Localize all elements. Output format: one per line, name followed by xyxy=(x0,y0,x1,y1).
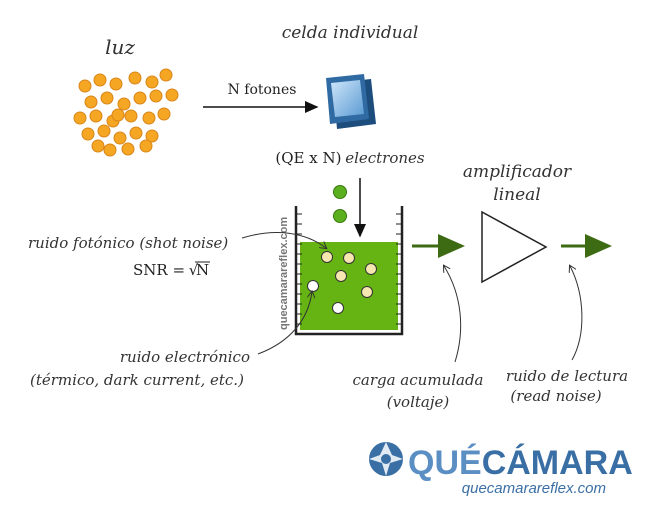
brand-name-part1: QUÉ xyxy=(408,444,482,482)
photon-dot xyxy=(97,124,111,138)
charge-pointer xyxy=(444,266,462,363)
photon-dot xyxy=(129,126,143,140)
electronic-noise-pointer xyxy=(257,292,312,355)
photon-dot xyxy=(103,143,117,157)
snr-formula: SNR = √ xyxy=(133,261,199,279)
ruido-electronico-label-1: ruido electrónico xyxy=(120,348,250,366)
sensor-cell-icon xyxy=(326,74,376,129)
photon-dot xyxy=(139,139,153,153)
photon-dot xyxy=(128,71,142,85)
photon-dot xyxy=(145,75,159,89)
photon-dot xyxy=(133,91,147,105)
aperture-logo-icon xyxy=(369,442,403,476)
celda-label: celda individual xyxy=(282,23,419,43)
photon-dot xyxy=(124,109,138,123)
photon-dot xyxy=(73,111,87,125)
electrones-prefix: (QE x N) xyxy=(275,149,341,167)
photon-dot xyxy=(109,77,123,91)
lectura-label-2: (read noise) xyxy=(510,387,601,405)
photon-dot xyxy=(159,68,173,82)
amplificador-label-1: amplificador xyxy=(463,162,572,182)
photon-dot xyxy=(91,139,105,153)
photon-dot xyxy=(78,79,92,93)
photon-dot xyxy=(117,97,131,111)
ruido-fotonico-label: ruido fotónico (shot noise) xyxy=(28,234,228,252)
photon-dot xyxy=(89,109,103,123)
brand-name: QUÉCÁMARA xyxy=(408,444,633,482)
photon-dot xyxy=(121,142,135,156)
photon-dot xyxy=(157,107,171,121)
brand-name-part2: CÁMARA xyxy=(482,444,633,482)
photon-dot xyxy=(111,108,125,122)
photon-dot xyxy=(142,111,156,125)
carga-label-1: carga acumulada xyxy=(352,371,483,389)
amplifier-triangle-icon xyxy=(481,210,548,284)
photon-dot xyxy=(93,73,107,87)
ruido-electronico-label-2: (térmico, dark current, etc.) xyxy=(30,371,244,389)
watermark-text: quecamarareflex.com xyxy=(278,217,290,330)
photon-dot xyxy=(81,127,95,141)
photon-dot xyxy=(84,95,98,109)
photon-dot xyxy=(149,89,163,103)
snr-n: N xyxy=(196,261,209,279)
photon-dot xyxy=(165,88,179,102)
photon-dot xyxy=(100,91,114,105)
photon-cluster xyxy=(73,68,179,157)
photon-dot xyxy=(113,131,127,145)
charge-well xyxy=(294,206,404,336)
luz-label: luz xyxy=(105,35,135,59)
photon-dot xyxy=(145,129,159,143)
shot-noise-pointer xyxy=(241,232,326,248)
lectura-label-1: ruido de lectura xyxy=(506,367,628,385)
carga-label-2: (voltaje) xyxy=(387,393,450,411)
read-noise-pointer xyxy=(570,266,583,361)
electrones-word: electrones xyxy=(345,149,425,167)
falling-electron xyxy=(333,209,347,223)
electrones-label: (QE x N) electrones xyxy=(275,149,425,167)
falling-electron xyxy=(333,185,347,199)
brand-url: quecamarareflex.com xyxy=(462,480,606,497)
fotones-label: N fotones xyxy=(228,82,297,98)
amplificador-label-2: lineal xyxy=(493,185,540,205)
